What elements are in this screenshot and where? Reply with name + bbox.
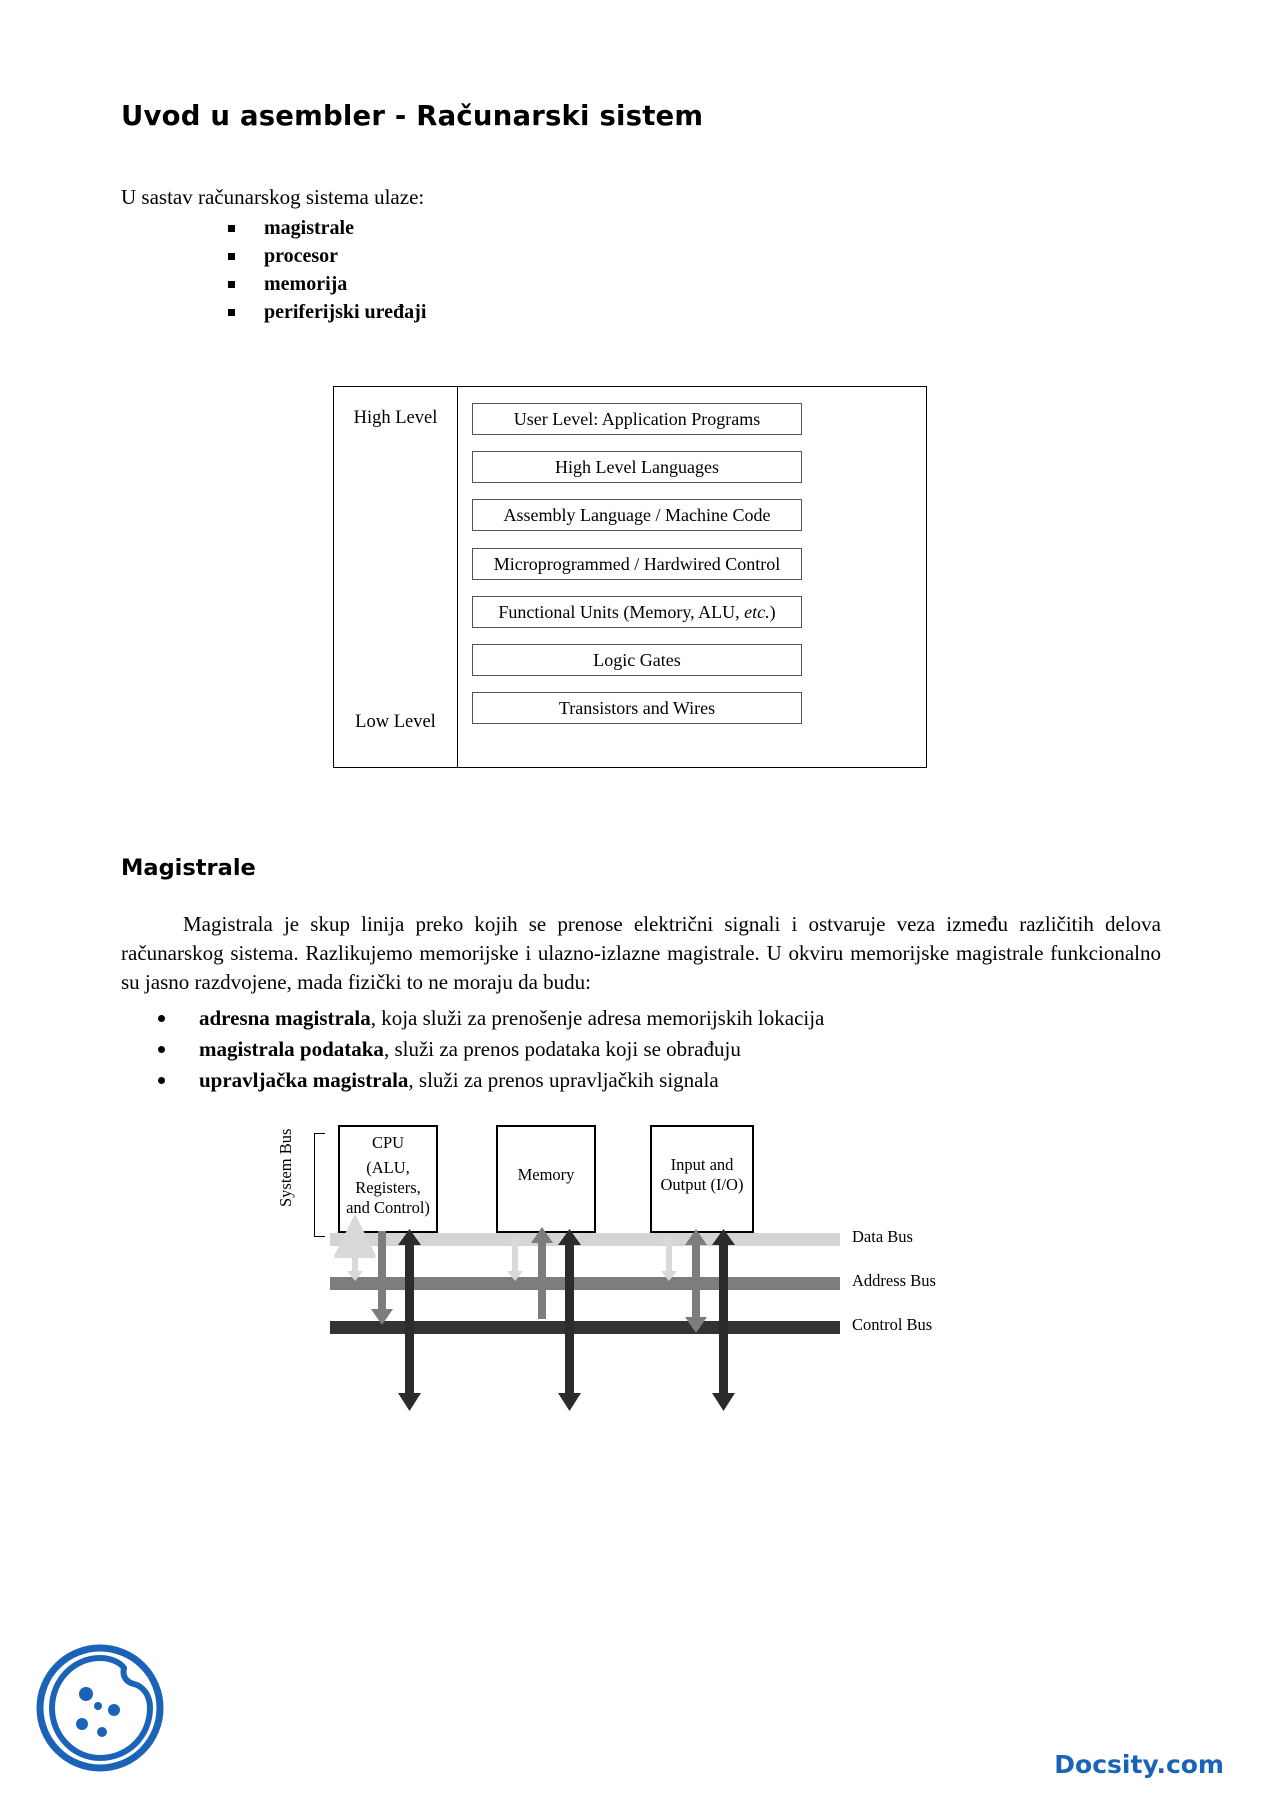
list-item-label: magistrale (264, 217, 354, 239)
bus-label-control: Control Bus (852, 1315, 933, 1334)
functional-units-prefix: Functional Units (Memory, ALU, (498, 602, 745, 622)
intro-paragraph: U sastav računarskog sistema ulaze: (121, 185, 425, 209)
docsity-logo-icon (34, 1642, 166, 1774)
unit-box-io: Input and Output (I/O) (650, 1125, 754, 1233)
layer-box-high-level-languages: High Level Languages (472, 451, 802, 483)
list-item-description: , služi za prenos upravljačkih signala (408, 1068, 719, 1092)
arrow-cpu-address (371, 1231, 393, 1325)
list-item-term: upravljačka magistrala (199, 1068, 409, 1092)
system-bus-label: System Bus (276, 1128, 295, 1207)
functional-units-italic: etc. (744, 602, 770, 622)
page-title: Uvod u asembler - Računarski sistem (121, 100, 704, 132)
memory-line-1: Memory (517, 1165, 575, 1184)
list-item: periferijski uređaji (228, 298, 426, 326)
arrow-memory-light (507, 1233, 523, 1281)
cpu-line-4: and Control) (346, 1198, 430, 1217)
system-bus-figure: CPU (ALU, Registers, and Control) Memory… (276, 1125, 960, 1411)
bus-line-data (330, 1233, 840, 1246)
list-item: magistrala podataka, služi za prenos pod… (154, 1034, 1164, 1065)
arrow-io-light (661, 1233, 677, 1281)
round-bullet-icon (158, 1015, 165, 1022)
square-bullet-icon (228, 253, 235, 260)
system-bus-bracket (314, 1133, 325, 1237)
list-item-description: , koja služi za prenošenje adresa memori… (370, 1006, 825, 1030)
round-bullet-icon (158, 1077, 165, 1084)
arrow-io-control (712, 1229, 735, 1411)
docsity-brand-text: Docsity.com (1054, 1750, 1224, 1779)
list-item: upravljačka magistrala, služi za prenos … (154, 1065, 1164, 1096)
cpu-line-2: (ALU, (366, 1158, 410, 1177)
list-item-label: procesor (264, 245, 339, 267)
square-bullet-icon (228, 281, 235, 288)
arrow-cpu-light (347, 1233, 363, 1281)
list-item-label: periferijski uređaji (264, 301, 427, 323)
arrow-memory-address (531, 1227, 553, 1319)
layer-box-functional-units: Functional Units (Memory, ALU, etc.) (472, 596, 802, 628)
figure-divider (457, 387, 459, 767)
io-line-2: Output (I/O) (660, 1175, 744, 1194)
layer-box-user-level: User Level: Application Programs (472, 403, 802, 435)
list-item-label: memorija (264, 273, 348, 295)
section-heading-magistrale: Magistrale (121, 855, 256, 881)
cpu-line-3: Registers, (355, 1178, 421, 1197)
layer-box-logic-gates: Logic Gates (472, 644, 802, 676)
list-item-term: adresna magistrala (199, 1006, 371, 1030)
arrow-io-address (685, 1229, 707, 1333)
square-bullet-icon (228, 309, 235, 316)
bus-line-control (330, 1321, 840, 1334)
bus-label-address: Address Bus (852, 1271, 936, 1290)
layer-box-transistors-and-wires: Transistors and Wires (472, 692, 802, 724)
bus-arrows (334, 1214, 735, 1411)
list-item: adresna magistrala, koja služi za prenoš… (154, 1003, 1164, 1034)
magistrale-paragraph: Magistrala je skup linija preko kojih se… (121, 912, 1161, 994)
round-bullet-icon (158, 1046, 165, 1053)
components-list: magistrale procesor memorija periferijsk… (228, 214, 426, 326)
high-level-label: High Level (353, 408, 438, 428)
list-item: procesor (228, 242, 426, 270)
bus-line-address (330, 1277, 840, 1290)
io-line-1: Input and (670, 1155, 734, 1174)
low-level-label: Low Level (355, 712, 436, 732)
arrow-cpu-control (398, 1229, 421, 1411)
arrow-memory-control (558, 1229, 581, 1411)
list-item: memorija (228, 270, 426, 298)
cpu-line-1: CPU (371, 1133, 405, 1152)
list-item-description: , služi za prenos podataka koji se obrađ… (383, 1037, 741, 1061)
list-item-term: magistrala podataka (199, 1037, 384, 1061)
list-item: magistrale (228, 214, 426, 242)
bus-types-list: adresna magistrala, koja služi za prenoš… (154, 1003, 1164, 1096)
abstraction-layers-figure: High Level Low Level User Level: Applica… (333, 386, 927, 768)
bus-label-data: Data Bus (852, 1227, 913, 1246)
layer-box-microprogrammed-control: Microprogrammed / Hardwired Control (472, 548, 802, 580)
functional-units-suffix: ) (769, 602, 776, 622)
square-bullet-icon (228, 225, 235, 232)
unit-box-memory: Memory (496, 1125, 596, 1233)
layer-box-assembly-language: Assembly Language / Machine Code (472, 499, 802, 531)
